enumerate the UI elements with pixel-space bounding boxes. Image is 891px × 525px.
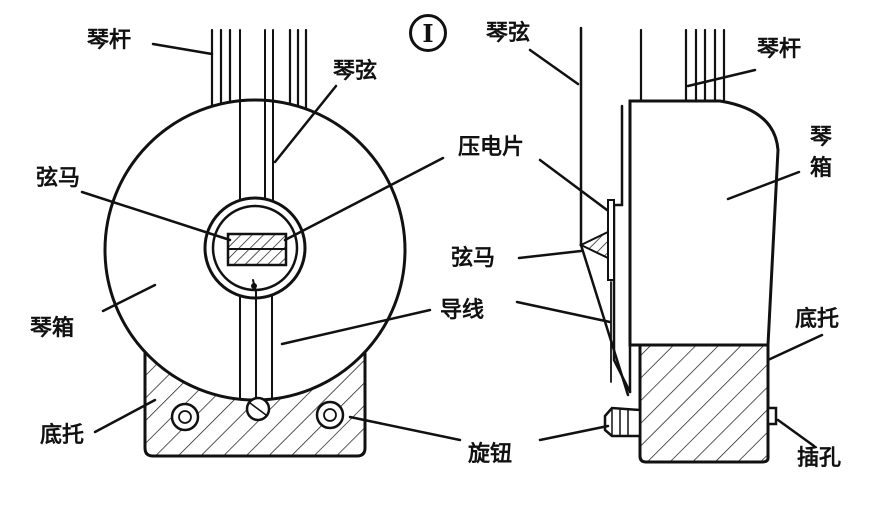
figure-number: I (409, 14, 447, 52)
front-label-base: 底托 (40, 423, 85, 448)
front-view (80, 28, 407, 458)
side-body (628, 99, 780, 347)
side-jack (766, 406, 778, 426)
side-label-piezo: 压电片 (458, 135, 525, 160)
side-label-jack: 插孔 (797, 446, 842, 471)
side-label-body: 琴箱 (810, 125, 833, 181)
knob-right (315, 400, 345, 430)
knob-center (245, 396, 271, 422)
side-neck (639, 28, 726, 106)
center-leaders (280, 156, 462, 442)
side-label-base: 底托 (795, 307, 840, 332)
side-label-neck: 琴杆 (757, 37, 802, 62)
side-leaders (515, 48, 824, 448)
side-label-knob: 旋钮 (468, 442, 513, 467)
side-label-bridge: 弦马 (451, 246, 496, 271)
front-label-string: 琴弦 (333, 59, 378, 84)
side-string (579, 26, 630, 397)
front-label-bridge: 弦马 (36, 166, 81, 191)
front-strings (239, 29, 274, 399)
front-label-body: 琴箱 (30, 316, 75, 341)
side-view (515, 26, 824, 464)
front-leaders (80, 42, 338, 434)
side-base (638, 343, 770, 464)
front-neck (210, 28, 308, 122)
knob-left (170, 402, 200, 432)
front-label-neck: 琴杆 (87, 28, 132, 53)
side-knob (603, 406, 642, 438)
side-label-wire: 导线 (440, 298, 485, 323)
side-label-string: 琴弦 (486, 21, 531, 46)
side-front-plate (612, 104, 632, 394)
side-bridge (578, 230, 609, 260)
